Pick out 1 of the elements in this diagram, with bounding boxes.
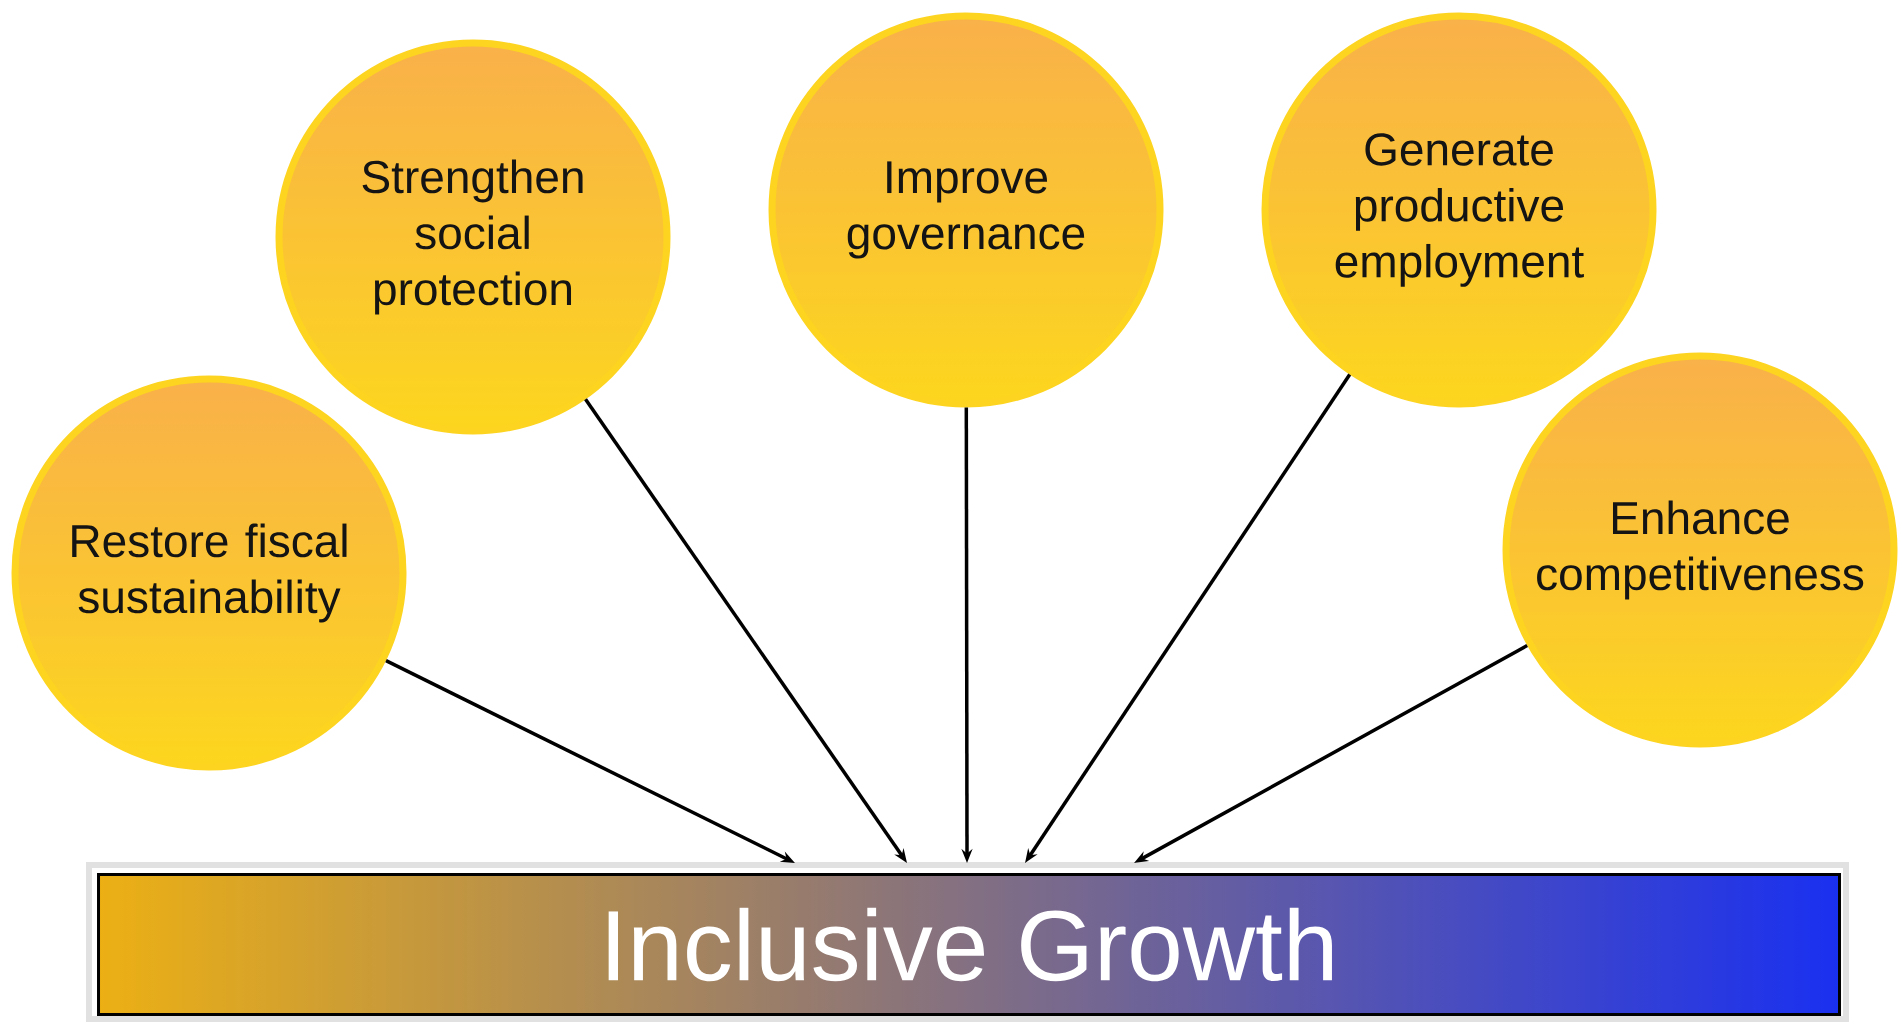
result-bar: Inclusive Growth	[97, 873, 1841, 1016]
